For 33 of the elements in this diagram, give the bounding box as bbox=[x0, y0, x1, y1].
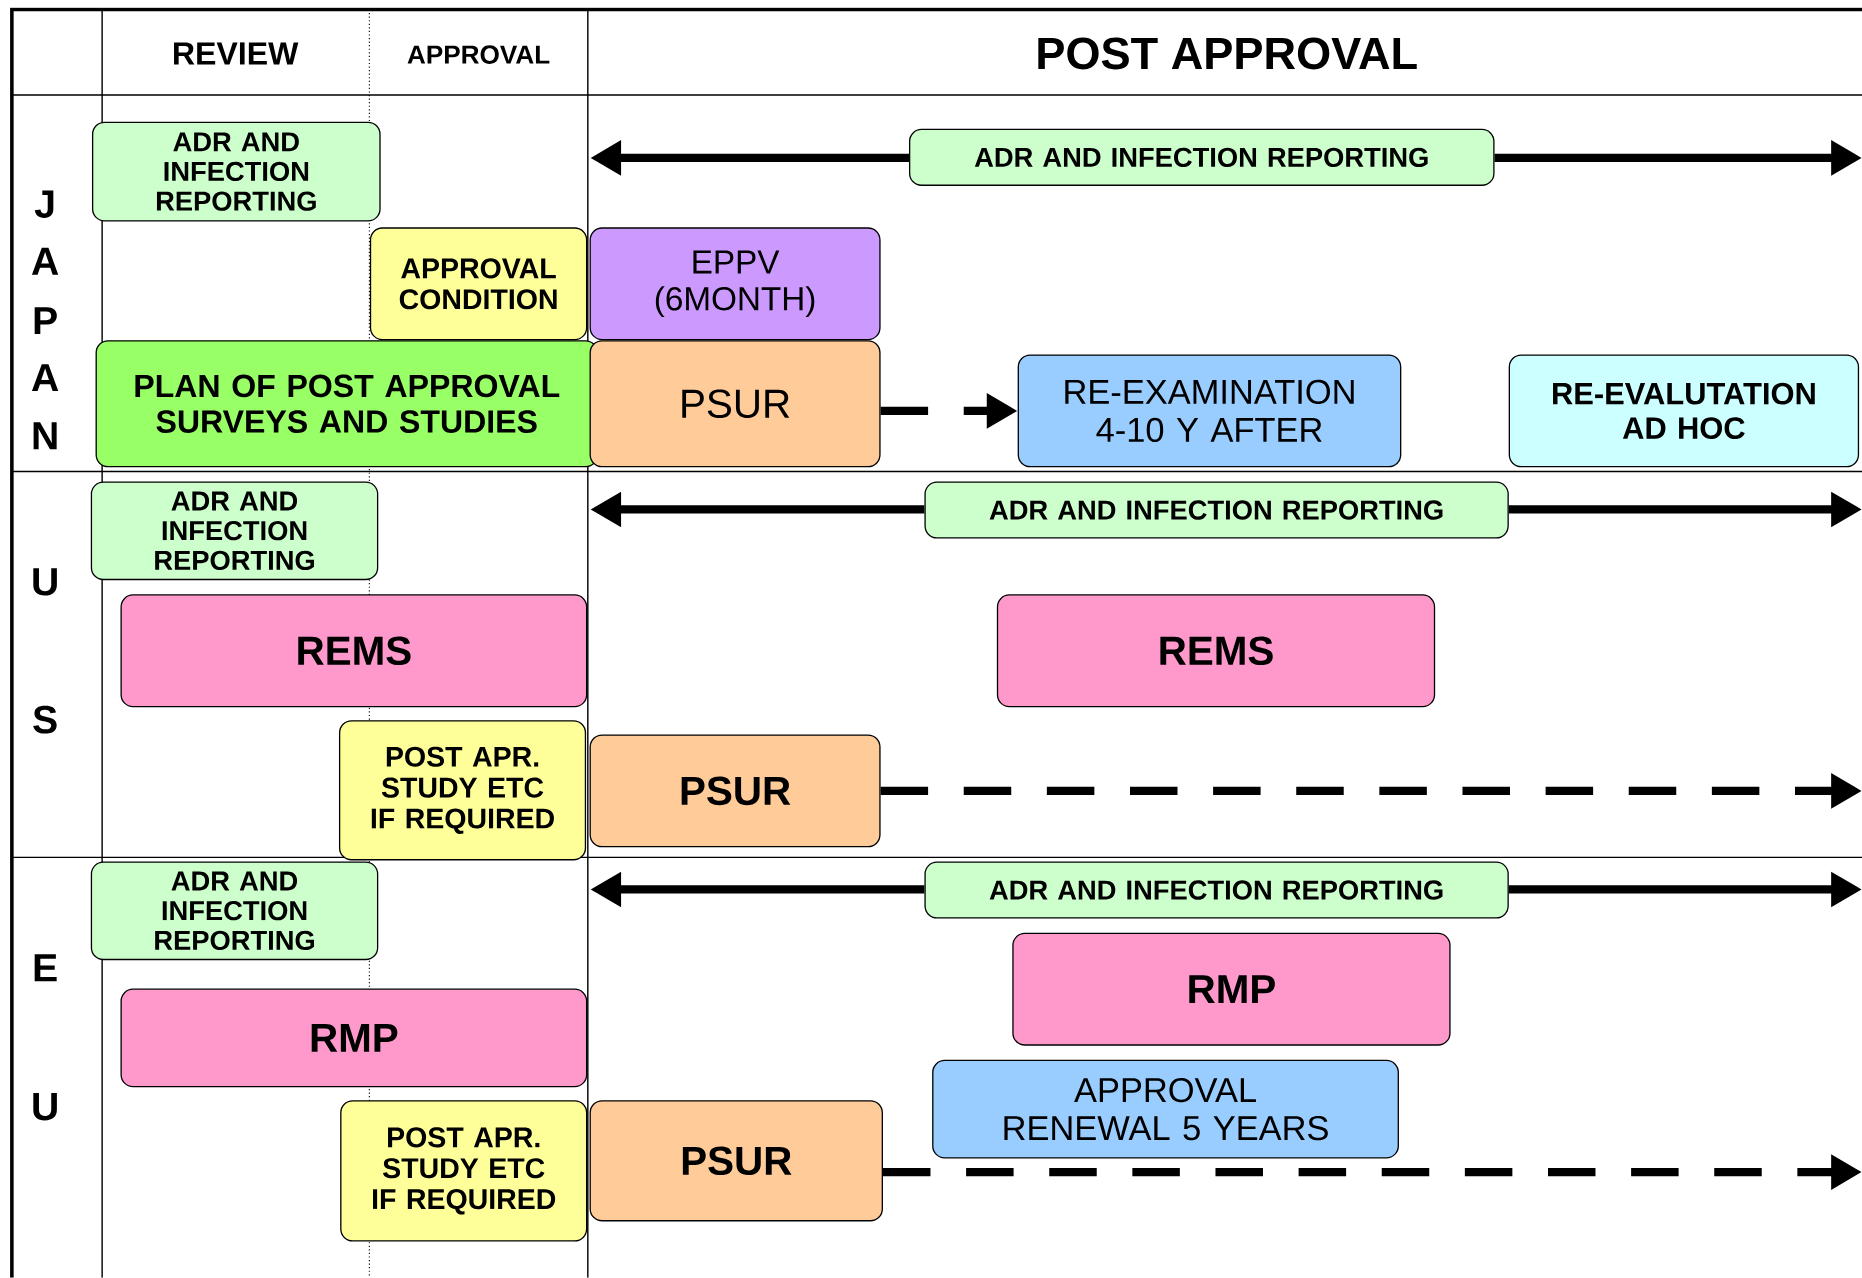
activity-box: ADR AND INFECTION REPORTING bbox=[924, 481, 1509, 539]
row-letter: A bbox=[31, 247, 59, 275]
activity-box: PSUR bbox=[589, 734, 881, 848]
column-header: APPROVAL bbox=[407, 45, 550, 64]
column-header: REVIEW bbox=[174, 42, 299, 65]
column-header: POST APPROVAL bbox=[1038, 37, 1417, 70]
activity-box: ADR AND INFECTION REPORTING bbox=[90, 481, 379, 581]
row-letter: P bbox=[34, 307, 57, 335]
activity-box: PSUR bbox=[589, 340, 881, 468]
row-letter: A bbox=[31, 364, 59, 392]
activity-box: PSUR bbox=[589, 1100, 883, 1222]
row-letter: N bbox=[33, 422, 57, 450]
activity-box: APPROVAL CONDITION bbox=[369, 227, 588, 341]
activity-box: ADR AND INFECTION REPORTING bbox=[91, 121, 381, 222]
activity-box: REMS bbox=[996, 594, 1436, 708]
activity-box: POST APR. STUDY ETC IF REQUIRED bbox=[340, 1100, 588, 1242]
activity-box: RMP bbox=[120, 988, 588, 1088]
activity-box: RE-EXAMINATION 4-10 Y AFTER bbox=[1017, 354, 1402, 468]
row-letter: U bbox=[33, 568, 57, 596]
activity-box: RE-EVALUTATION AD HOC bbox=[1508, 354, 1860, 468]
activity-box: POST APR. STUDY ETC IF REQUIRED bbox=[338, 720, 587, 861]
row-letter: U bbox=[33, 1093, 57, 1121]
row-letter: J bbox=[34, 190, 54, 219]
activity-box: REMS bbox=[120, 594, 588, 708]
activity-box: ADR AND INFECTION REPORTING bbox=[90, 861, 379, 961]
activity-box: EPPV (6MONTH) bbox=[589, 227, 881, 341]
activity-box: ADR AND INFECTION REPORTING bbox=[924, 861, 1509, 919]
activity-box: RMP bbox=[1012, 932, 1451, 1046]
row-letter: S bbox=[33, 705, 57, 734]
activity-box: ADR AND INFECTION REPORTING bbox=[909, 128, 1495, 187]
row-letter: E bbox=[34, 954, 57, 982]
activity-box: PLAN OF POST APPROVAL SURVEYS AND STUDIES bbox=[95, 340, 598, 468]
activity-box: APPROVAL RENEWAL 5 YEARS bbox=[932, 1059, 1399, 1159]
